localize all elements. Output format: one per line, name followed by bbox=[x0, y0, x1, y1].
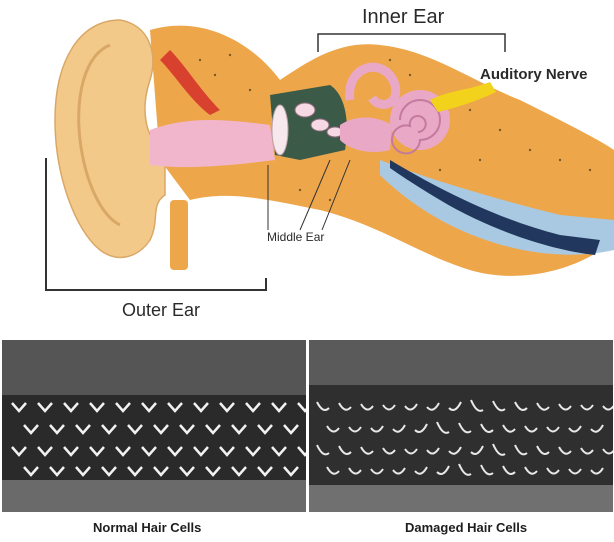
middle-ear-label: Middle Ear bbox=[267, 230, 324, 244]
auditory-nerve-label: Auditory Nerve bbox=[480, 66, 588, 83]
earlobe bbox=[170, 200, 188, 270]
ear-canal bbox=[150, 120, 275, 167]
normal-hair-cells-micrograph bbox=[2, 340, 306, 512]
eardrum bbox=[272, 105, 288, 155]
outer-ear-label: Outer Ear bbox=[122, 300, 200, 321]
normal-hair-cells-caption: Normal Hair Cells bbox=[93, 520, 201, 535]
inner-ear-label: Inner Ear bbox=[362, 6, 444, 29]
ear-anatomy-diagram bbox=[0, 0, 614, 335]
damaged-hair-cells-caption: Damaged Hair Cells bbox=[405, 520, 527, 535]
damaged-hair-cells-micrograph bbox=[309, 340, 613, 512]
outer-ear-pinna bbox=[55, 20, 165, 257]
